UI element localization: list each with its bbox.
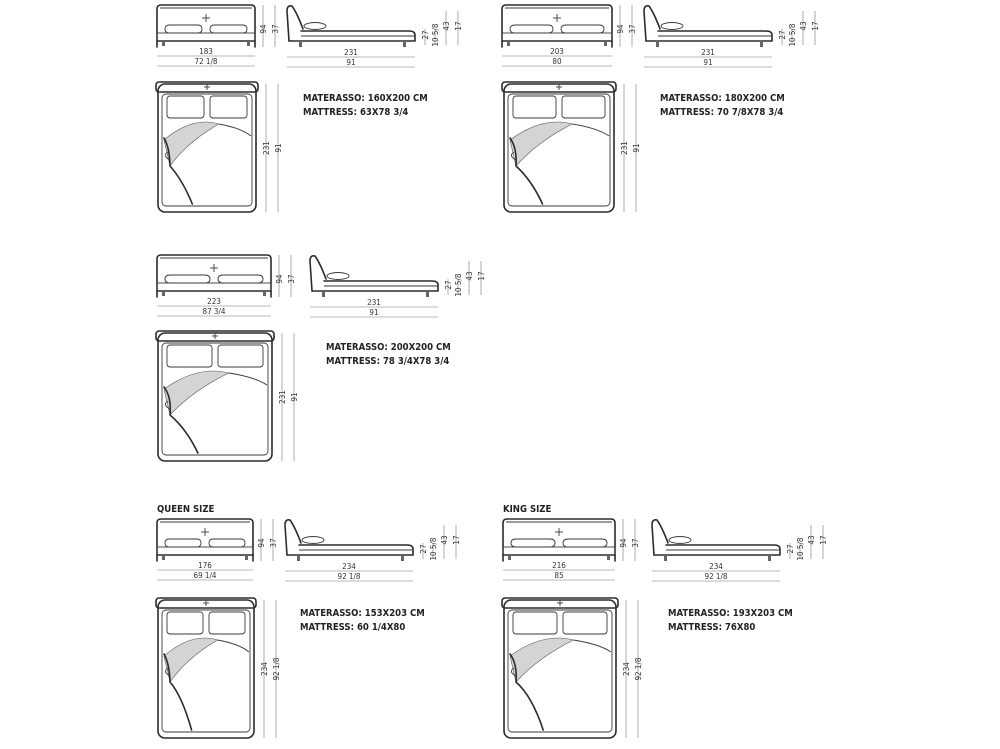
- plan-length-in: 91: [274, 143, 283, 152]
- side-height-1: 27: [778, 30, 787, 39]
- plan-length-in: 91: [632, 143, 641, 152]
- plan-length-cm: 234: [260, 662, 269, 676]
- front-width-cm: 183: [199, 47, 213, 56]
- front-height-cm: 94: [257, 538, 266, 548]
- front-width-cm: 223: [207, 297, 221, 306]
- headboard-height-cm: 37: [628, 24, 637, 33]
- side-height-2: 10 5/8: [788, 23, 797, 46]
- mattress-label-it: MATERASSO: 193X203 CM: [668, 608, 793, 619]
- front-width-cm: 216: [552, 561, 566, 570]
- section-title: KING SIZE: [503, 504, 551, 515]
- front-width-in: 87 3/4: [202, 307, 225, 316]
- plan-length-in: 92 1/8: [634, 657, 643, 680]
- side-height-1: 27: [419, 544, 428, 553]
- front-width-in: 69 1/4: [193, 571, 216, 580]
- headboard-height-cm: 37: [287, 274, 296, 283]
- mattress-label-it: MATERASSO: 200X200 CM: [326, 342, 451, 353]
- side-height-4: 17: [811, 21, 820, 30]
- plan-length-in: 92 1/8: [272, 657, 281, 680]
- plan-length-in: 91: [290, 392, 299, 401]
- side-height-1: 27: [444, 280, 453, 289]
- side-length-cm: 231: [344, 48, 358, 57]
- side-length-cm: 234: [342, 562, 356, 571]
- front-width-cm: 203: [550, 47, 564, 56]
- mattress-label-en: MATTRESS: 78 3/4X78 3/4: [326, 356, 449, 367]
- section-title: QUEEN SIZE: [157, 504, 215, 515]
- side-height-3: 43: [465, 271, 474, 280]
- side-height-4: 17: [454, 21, 463, 30]
- side-height-3: 43: [807, 535, 816, 544]
- side-height-2: 10 5/8: [796, 537, 805, 560]
- mattress-label-en: MATTRESS: 60 1/4X80: [300, 622, 405, 633]
- front-height-cm: 94: [616, 24, 625, 34]
- front-width-in: 85: [554, 571, 563, 580]
- side-length-in: 92 1/8: [704, 572, 727, 581]
- front-height-cm: 94: [619, 538, 628, 548]
- front-width-in: 80: [552, 57, 562, 66]
- side-height-1: 27: [786, 544, 795, 553]
- plan-length-cm: 231: [278, 390, 287, 404]
- side-height-1: 27: [421, 30, 430, 39]
- side-height-2: 10 5/8: [454, 273, 463, 296]
- side-height-2: 10 5/8: [429, 537, 438, 560]
- mattress-label-en: MATTRESS: 63X78 3/4: [303, 107, 408, 118]
- side-height-3: 43: [442, 21, 451, 30]
- headboard-height-cm: 37: [269, 538, 278, 547]
- front-height-cm: 94: [259, 24, 268, 34]
- front-height-cm: 94: [275, 274, 284, 284]
- side-height-4: 17: [477, 271, 486, 280]
- headboard-height-cm: 37: [271, 24, 280, 33]
- mattress-label-it: MATERASSO: 180X200 CM: [660, 93, 785, 104]
- side-height-2: 10 5/8: [431, 23, 440, 46]
- side-length-cm: 231: [367, 298, 381, 307]
- side-height-4: 17: [819, 535, 828, 544]
- plan-length-cm: 231: [262, 141, 271, 155]
- headboard-height-cm: 37: [631, 538, 640, 547]
- side-length-cm: 231: [701, 48, 715, 57]
- side-length-in: 91: [369, 308, 378, 317]
- side-length-cm: 234: [709, 562, 723, 571]
- mattress-label-en: MATTRESS: 76X80: [668, 622, 755, 633]
- side-height-4: 17: [452, 535, 461, 544]
- side-height-3: 43: [440, 535, 449, 544]
- side-length-in: 92 1/8: [337, 572, 360, 581]
- mattress-label-it: MATERASSO: 153X203 CM: [300, 608, 425, 619]
- front-width-cm: 176: [198, 561, 212, 570]
- plan-length-cm: 234: [622, 662, 631, 676]
- side-height-3: 43: [799, 21, 808, 30]
- mattress-label-it: MATERASSO: 160X200 CM: [303, 93, 428, 104]
- plan-length-cm: 231: [620, 141, 629, 155]
- side-length-in: 91: [703, 58, 712, 67]
- front-width-in: 72 1/8: [194, 57, 217, 66]
- side-length-in: 91: [346, 58, 355, 67]
- mattress-label-en: MATTRESS: 70 7/8X78 3/4: [660, 107, 783, 118]
